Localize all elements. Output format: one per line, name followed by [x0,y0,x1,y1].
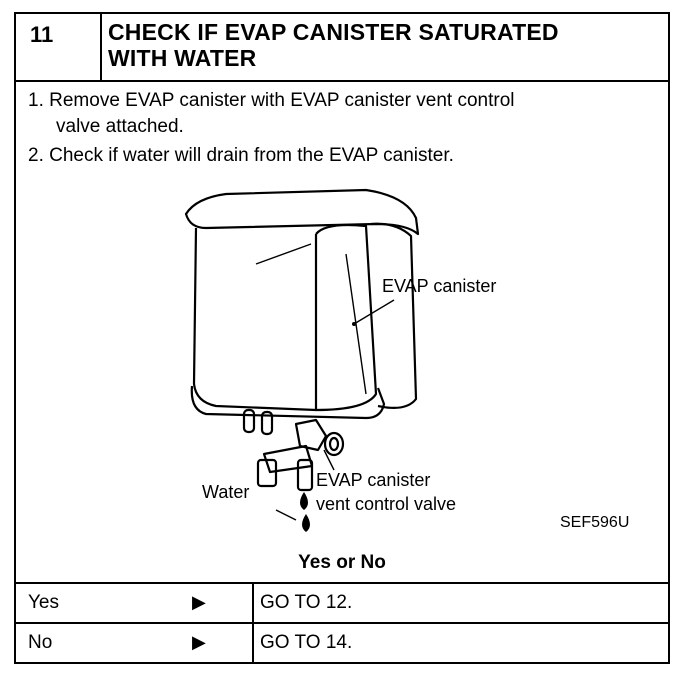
question-label: Yes or No [298,552,386,573]
valve-nozzle-right [296,458,314,492]
procedure-frame: 11 CHECK IF EVAP CANISTER SATURATED WITH… [14,12,670,664]
action-no: GO TO 14. [252,624,352,662]
arrow-right-icon: ▶ [192,592,206,612]
pipe-2 [260,410,274,436]
canister-base [190,385,386,420]
figure-reference-code: SEF596U [560,514,630,531]
answer-row-no: No ▶ GO TO 14. [16,622,668,662]
label-valve-line1: EVAP canister [316,470,431,490]
pipe-1 [242,408,256,434]
water-drop-1 [300,492,308,510]
label-evap-canister: EVAP canister [382,276,497,296]
instruction-1: 1. Remove EVAP canister with EVAP canist… [28,88,515,114]
valve-body [294,418,328,452]
arrow-right-icon: ▶ [192,632,206,652]
step-title-line1: CHECK IF EVAP CANISTER SATURATED [108,19,559,45]
answer-row-yes: Yes ▶ GO TO 12. [16,582,668,622]
canister-cylinder [370,222,418,409]
step-title-line2: WITH WATER [108,45,257,71]
instruction-1-continuation: valve attached. [56,116,184,137]
instruction-2: 2. Check if water will drain from the EV… [28,143,454,169]
canister-lid [184,188,420,236]
evap-canister-diagram [184,188,420,532]
instruction-1-number: 1. [28,90,44,111]
step-number: 11 [30,22,54,47]
instruction-1-text: Remove EVAP canister with EVAP canister … [49,90,515,111]
step-header: 11 CHECK IF EVAP CANISTER SATURATED WITH… [16,14,668,82]
label-water: Water [202,482,250,502]
action-yes: GO TO 12. [252,584,352,622]
label-valve-line2: vent control valve [316,494,457,514]
water-drop-2 [302,514,310,532]
step-number-cell: 11 [16,14,102,80]
instruction-2-text: Check if water will drain from the EVAP … [49,145,454,166]
answer-no: No [28,632,53,653]
step-title: CHECK IF EVAP CANISTER SATURATED WITH WA… [108,19,559,71]
canister-body-front [192,227,318,412]
valve-nozzle-left [256,458,278,488]
valve-ring [323,431,345,457]
canister-body-side [315,223,378,412]
answer-yes: Yes [28,592,59,613]
instruction-2-number: 2. [28,145,44,166]
